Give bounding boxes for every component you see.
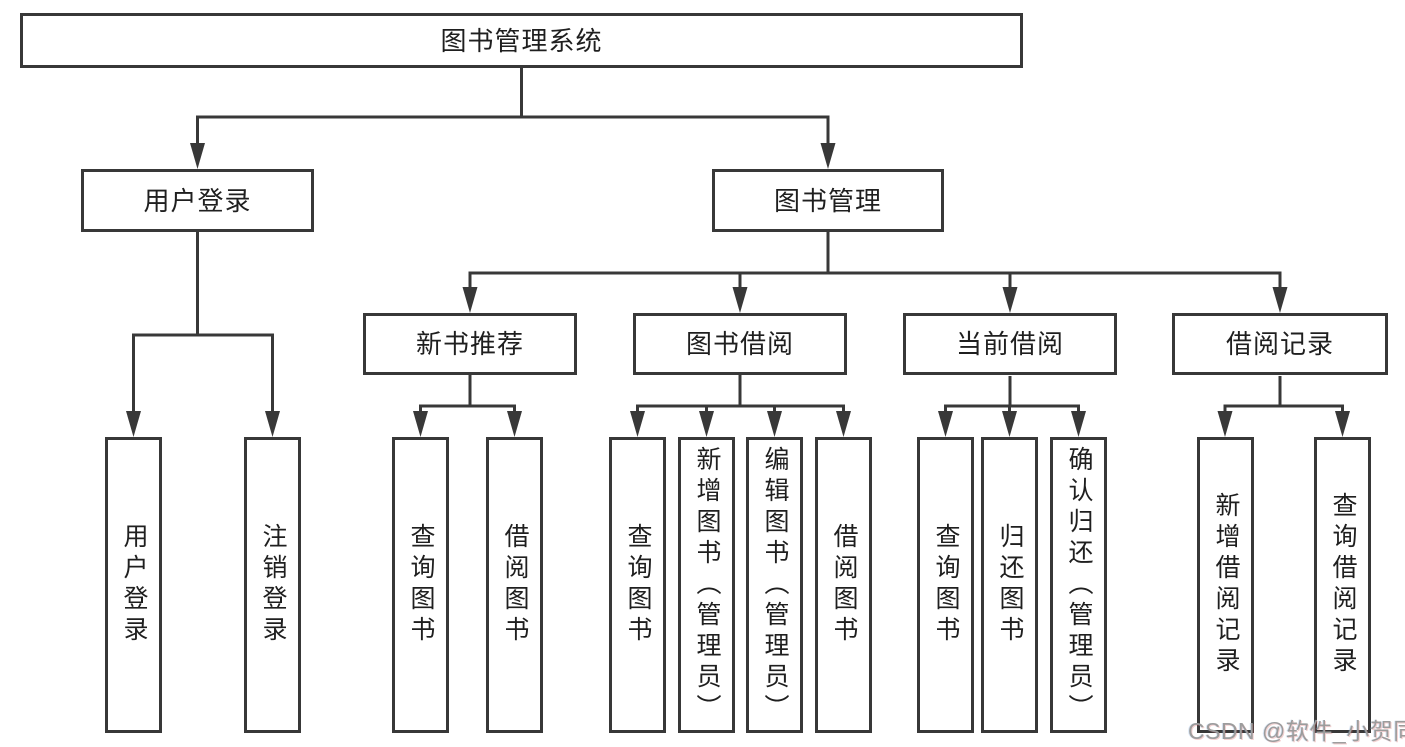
leaf-label: 确认归还（管理员） (1065, 445, 1093, 725)
leaf-add-borrow-record: 新增借阅记录 (1197, 437, 1254, 733)
leaf-label: 查询图书 (932, 523, 960, 647)
leaf-query-borrow-record: 查询借阅记录 (1314, 437, 1371, 733)
leaf-return-books: 归还图书 (981, 437, 1038, 733)
leaf-confirm-return-admin: 确认归还（管理员） (1050, 437, 1107, 733)
leaf-label: 归还图书 (996, 523, 1024, 647)
leaf-add-books-admin: 新增图书（管理员） (678, 437, 735, 733)
leaf-label: 新增图书（管理员） (693, 445, 721, 725)
leaf-label: 新增借阅记录 (1212, 492, 1240, 678)
leaf-label: 用户登录 (120, 523, 148, 647)
node-book-borrowing: 图书借阅 (633, 313, 847, 375)
leaf-label: 注销登录 (259, 523, 287, 647)
leaf-label: 查询借阅记录 (1329, 492, 1357, 678)
leaf-user-login: 用户登录 (105, 437, 162, 733)
node-current-borrowing: 当前借阅 (903, 313, 1117, 375)
leaf-query-books-borrow: 查询图书 (609, 437, 666, 733)
leaf-label: 借阅图书 (501, 523, 529, 647)
node-book-management: 图书管理 (712, 169, 944, 232)
leaf-borrow-books: 借阅图书 (815, 437, 872, 733)
leaf-logout: 注销登录 (244, 437, 301, 733)
leaf-query-books-current: 查询图书 (917, 437, 974, 733)
leaf-query-books-recommend: 查询图书 (392, 437, 449, 733)
node-library-management-system: 图书管理系统 (20, 13, 1023, 68)
leaf-label: 编辑图书（管理员） (761, 445, 789, 725)
node-borrowing-records: 借阅记录 (1172, 313, 1388, 375)
csdn-watermark: CSDN @软件_小贺同学 (1188, 718, 1405, 744)
leaf-label: 查询图书 (407, 523, 435, 647)
node-new-book-recommendation: 新书推荐 (363, 313, 577, 375)
node-user-login: 用户登录 (81, 169, 314, 232)
leaf-label: 查询图书 (624, 523, 652, 647)
leaf-borrow-books-recommend: 借阅图书 (486, 437, 543, 733)
leaf-edit-books-admin: 编辑图书（管理员） (746, 437, 803, 733)
leaf-label: 借阅图书 (830, 523, 858, 647)
